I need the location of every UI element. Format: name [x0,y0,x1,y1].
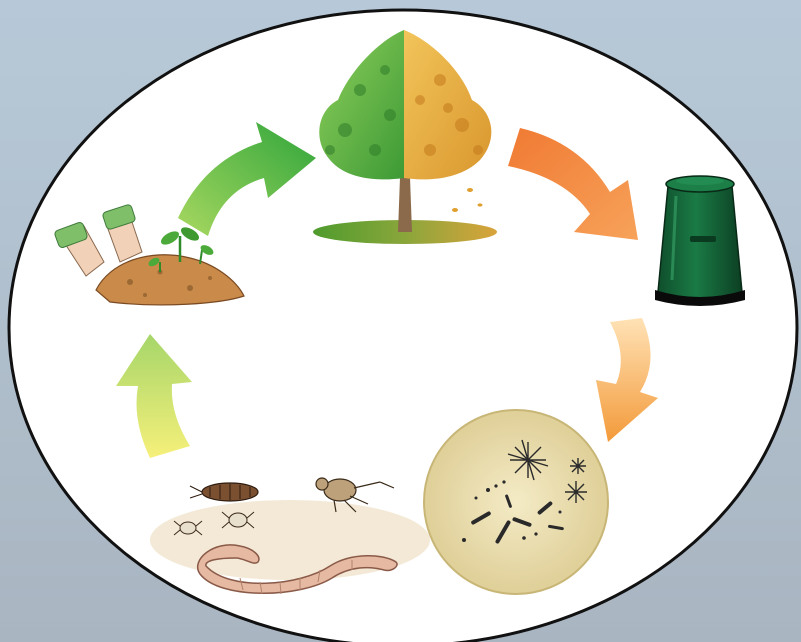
microorganisms-petri-icon [424,410,608,594]
compost-bin-icon [655,176,745,306]
